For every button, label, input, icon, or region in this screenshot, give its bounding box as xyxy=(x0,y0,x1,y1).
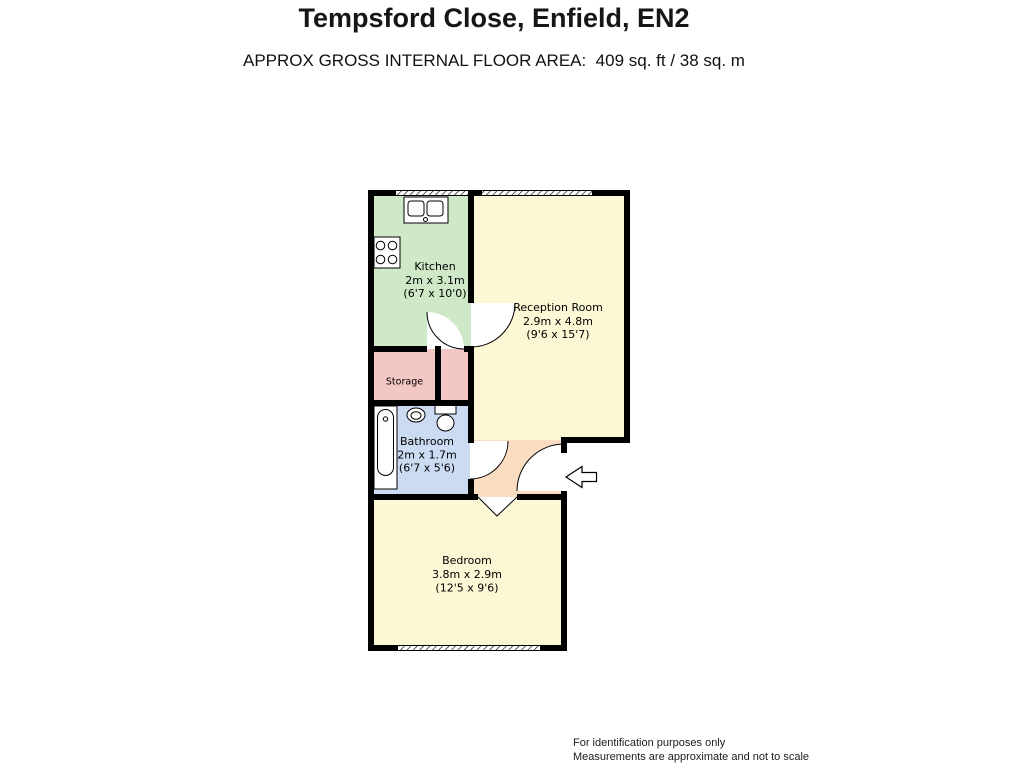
disclaimer-line-1: For identification purposes only xyxy=(573,737,726,749)
bathtub-icon xyxy=(373,405,398,490)
entrance-arrow-icon xyxy=(564,465,598,489)
page-header: Tempsford Close, Enfield, EN2 APPROX GRO… xyxy=(0,0,988,71)
toilet-icon xyxy=(434,405,457,432)
entrance-door-arc xyxy=(516,443,565,492)
windows xyxy=(396,190,592,651)
disclaimer-line-2: Measurements are approximate and not to … xyxy=(573,750,810,763)
fixtures xyxy=(373,196,457,490)
bedroom-size-metric: 3.8m x 2.9m xyxy=(432,568,502,581)
storage-room xyxy=(371,349,438,403)
door-swings xyxy=(426,302,565,517)
kitchen-sink-icon xyxy=(403,196,449,224)
washbasin-icon xyxy=(406,407,426,423)
reception-size-imperial: (9'6 x 15'7) xyxy=(526,328,589,341)
bedroom-door-swing xyxy=(478,497,517,516)
reception-door-arc xyxy=(470,302,516,348)
room-labels: Kitchen 2m x 3.1m (6'7 x 10'0) Reception… xyxy=(386,260,603,595)
storage-label: Storage xyxy=(386,377,423,388)
bedroom-size-imperial: (12'5 x 9'6) xyxy=(435,582,498,595)
kitchen-door-swing xyxy=(427,312,464,349)
page-title: Tempsford Close, Enfield, EN2 xyxy=(298,3,690,33)
kitchen-size-metric: 2m x 3.1m xyxy=(405,274,464,287)
bedroom-label: Bedroom xyxy=(442,554,492,567)
bedroom-window xyxy=(398,645,540,651)
reception-door-swing xyxy=(471,303,515,347)
reception-window xyxy=(482,190,592,196)
bedroom-room xyxy=(371,497,564,648)
floor-area-subtitle: APPROX GROSS INTERNAL FLOOR AREA: 409 sq… xyxy=(243,51,745,70)
disclaimer: For identification purposes only Measure… xyxy=(573,737,809,764)
kitchen-window xyxy=(396,190,468,196)
bathroom-door-swing xyxy=(470,441,508,479)
reception-size-metric: 2.9m x 4.8m xyxy=(523,315,593,328)
kitchen-door-arc xyxy=(426,311,465,350)
bathroom-size-imperial: (6'7 x 5'6) xyxy=(399,462,455,475)
bathroom-label: Bathroom xyxy=(400,435,454,448)
kitchen-label: Kitchen xyxy=(414,260,455,273)
cupboard-room xyxy=(438,349,471,403)
bathroom-door-arc xyxy=(469,440,509,480)
reception-label: Reception Room xyxy=(513,301,603,314)
bedroom-door-lines xyxy=(477,496,518,517)
kitchen-size-imperial: (6'7 x 10'0) xyxy=(403,287,466,300)
bathroom-size-metric: 2m x 1.7m xyxy=(397,449,456,462)
kitchen-hob-icon xyxy=(373,236,401,269)
entrance-door-swing xyxy=(517,444,564,491)
